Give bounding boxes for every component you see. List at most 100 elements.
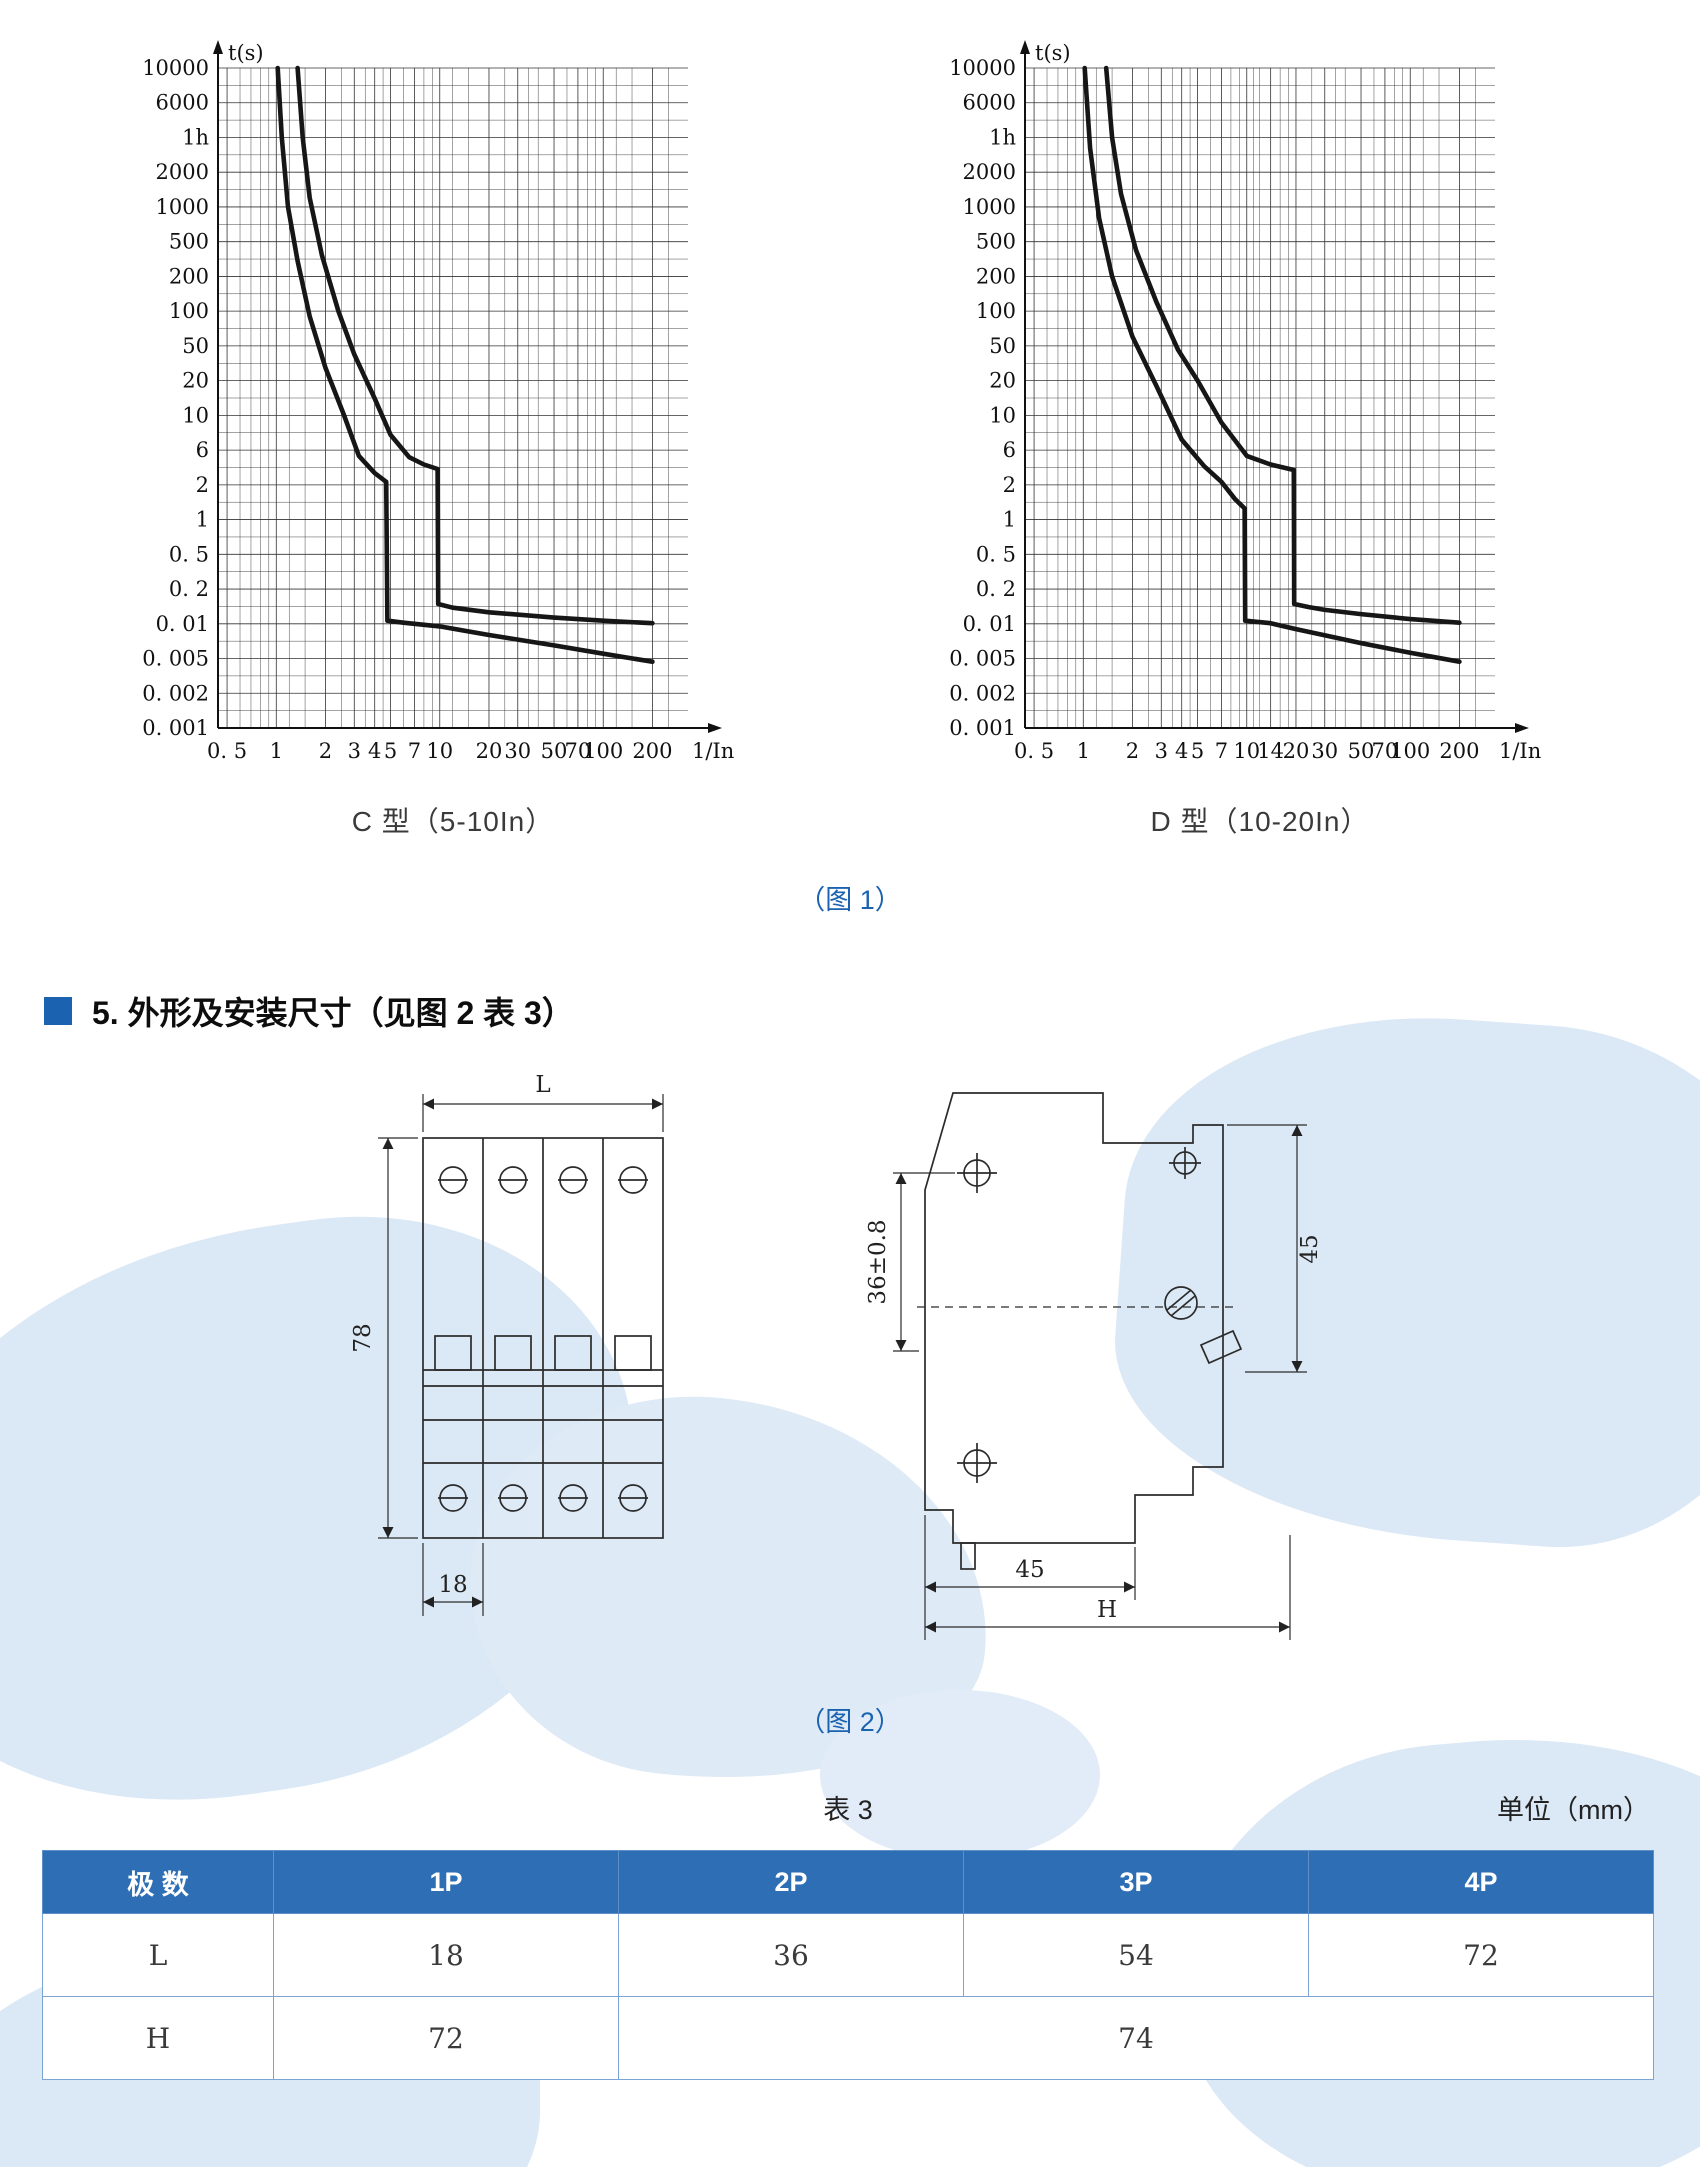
table3: 表 3 单位（mm） 极 数 1P 2P 3P 4P L 18 36 (42, 1788, 1654, 2080)
svg-text:50: 50 (1348, 739, 1375, 763)
svg-text:100: 100 (1390, 739, 1430, 763)
cell-L-2p: 36 (618, 1913, 964, 1997)
svg-text:10: 10 (426, 739, 453, 763)
svg-text:20: 20 (182, 369, 209, 393)
side-dim-45-bottom-label: 45 (1015, 1557, 1044, 1583)
cell-H-1p: 72 (273, 1996, 619, 2080)
svg-text:2000: 2000 (156, 160, 209, 184)
front-toggle-handles (423, 1335, 663, 1421)
svg-text:4: 4 (1175, 739, 1188, 763)
svg-text:200: 200 (1439, 739, 1479, 763)
svg-text:3: 3 (1155, 739, 1168, 763)
svg-text:t(s): t(s) (228, 41, 264, 65)
side-dim-H-lines (925, 1535, 1291, 1640)
svg-text:1/In: 1/In (692, 739, 734, 763)
side-body-outline (924, 1092, 1224, 1570)
row-label: L (42, 1913, 274, 1997)
svg-text:1000: 1000 (963, 195, 1016, 219)
svg-text:0. 5: 0. 5 (169, 542, 209, 566)
svg-text:1: 1 (1077, 739, 1090, 763)
side-dim-45-right-lines (1227, 1124, 1307, 1373)
side-terminal-screw-bottom (957, 1443, 997, 1483)
side-adjust-screw (1164, 1286, 1198, 1320)
svg-text:5: 5 (1191, 739, 1204, 763)
svg-text:0. 001: 0. 001 (949, 716, 1016, 740)
side-dim-36-lines (893, 1172, 955, 1352)
svg-text:2: 2 (1003, 473, 1016, 497)
front-dim-78-lines (378, 1137, 418, 1539)
svg-text:14: 14 (1257, 739, 1284, 763)
svg-text:6: 6 (196, 438, 209, 462)
side-dim-45-bottom-lines (924, 1515, 1136, 1640)
svg-text:0. 5: 0. 5 (976, 542, 1016, 566)
cell-L-4p: 72 (1308, 1913, 1654, 1997)
svg-text:0. 01: 0. 01 (963, 612, 1016, 636)
table3-unit-label: 单位（mm） (1497, 1795, 1650, 1825)
cell-L-1p: 18 (273, 1913, 619, 1997)
svg-text:0. 002: 0. 002 (949, 681, 1016, 705)
front-dim-L-label: L (535, 1072, 550, 1098)
table-header-2p: 2P (618, 1850, 964, 1914)
svg-text:2: 2 (196, 473, 209, 497)
svg-text:10: 10 (182, 403, 209, 427)
table-header-poles: 极 数 (42, 1850, 274, 1914)
table-header-4p: 4P (1308, 1850, 1654, 1914)
section-bullet-icon (44, 997, 72, 1025)
svg-text:10: 10 (1233, 739, 1260, 763)
svg-text:30: 30 (1311, 739, 1338, 763)
side-dim-36-label: 36±0.8 (865, 1219, 891, 1304)
svg-text:20: 20 (1283, 739, 1310, 763)
front-terminal-screws-top (438, 1166, 648, 1194)
svg-text:0. 01: 0. 01 (156, 612, 209, 636)
svg-text:6000: 6000 (156, 91, 209, 115)
svg-text:20: 20 (476, 739, 503, 763)
front-dim-18-lines (422, 1543, 484, 1616)
svg-text:5: 5 (384, 739, 397, 763)
svg-text:1/In: 1/In (1499, 739, 1541, 763)
svg-text:0. 001: 0. 001 (142, 716, 209, 740)
figure2-front-view: L (350, 1072, 664, 1616)
svg-text:3: 3 (348, 739, 361, 763)
svg-text:4: 4 (368, 739, 381, 763)
svg-text:50: 50 (989, 334, 1016, 358)
svg-text:1h: 1h (989, 125, 1016, 149)
svg-text:7: 7 (1215, 739, 1228, 763)
front-terminal-screws-bottom (438, 1484, 648, 1512)
svg-text:200: 200 (632, 739, 672, 763)
svg-text:100: 100 (976, 299, 1016, 323)
side-din-latch (1199, 1329, 1243, 1365)
svg-text:t(s): t(s) (1035, 41, 1071, 65)
front-dim-L-lines (422, 1094, 664, 1132)
svg-text:1h: 1h (182, 125, 209, 149)
svg-text:2: 2 (319, 739, 332, 763)
section5-title: 5. 外形及安装尺寸（见图 2 表 3） (92, 995, 574, 1031)
svg-text:500: 500 (976, 230, 1016, 254)
svg-text:500: 500 (169, 230, 209, 254)
svg-text:30: 30 (504, 739, 531, 763)
svg-text:100: 100 (583, 739, 623, 763)
map-watermark-blob (820, 1690, 1100, 1860)
chart-d-title: D 型（10-20In） (1150, 806, 1370, 837)
front-dim-78-label: 78 (350, 1323, 376, 1352)
svg-text:0. 2: 0. 2 (976, 577, 1016, 601)
svg-text:2: 2 (1126, 739, 1139, 763)
svg-text:50: 50 (182, 334, 209, 358)
svg-text:0. 002: 0. 002 (142, 681, 209, 705)
front-dim-18-label: 18 (438, 1572, 467, 1598)
svg-text:50: 50 (541, 739, 568, 763)
front-body-outline (422, 1137, 664, 1539)
section5-heading: 5. 外形及安装尺寸（见图 2 表 3） (44, 988, 574, 1034)
trip-curve-chart-d: 1000060001h200010005002001005020106210. … (949, 40, 1541, 763)
trip-curve-chart-c: 1000060001h200010005002001005020106210. … (142, 40, 734, 763)
svg-text:0. 2: 0. 2 (169, 577, 209, 601)
svg-text:10: 10 (989, 403, 1016, 427)
cell-L-3p: 54 (963, 1913, 1309, 1997)
svg-text:6: 6 (1003, 438, 1016, 462)
table3-title: 表 3 (823, 1795, 873, 1825)
side-dim-45-right-label: 45 (1297, 1234, 1323, 1263)
table-header-1p: 1P (273, 1850, 619, 1914)
svg-text:10000: 10000 (142, 56, 209, 80)
table-header-3p: 3P (963, 1850, 1309, 1914)
svg-text:1000: 1000 (156, 195, 209, 219)
